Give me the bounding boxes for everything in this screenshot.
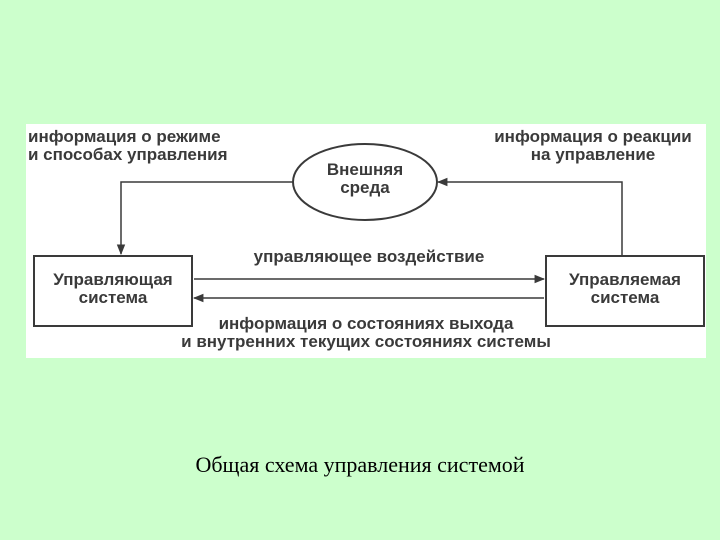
info-mode-line2: и способах управления [28,145,228,164]
info-reaction-line1: информация о реакции [494,127,692,146]
diagram-panel: Внешняя среда Управляющая система Управл… [26,124,706,358]
controller-box [33,255,193,327]
info-reaction-text: информация о реакции на управление [482,128,704,164]
arrow-env-to-controller [116,181,294,256]
state-info-line2: и внутренних текущих состояниях системы [181,332,551,351]
info-mode-text: информация о режиме и способах управлени… [28,128,227,164]
environment-label-line2: среда [340,178,390,197]
environment-label: Внешняя среда [306,161,424,197]
state-info-text: информация о состояниях выхода и внутрен… [126,315,606,351]
controlled-label: Управляемая система [546,271,704,307]
info-reaction-line2: на управление [530,145,656,164]
controlled-box [545,255,705,327]
controlled-label-line2: система [590,288,660,307]
state-info-line1: информация о состояниях выхода [218,314,514,333]
controller-label: Управляющая система [34,271,192,307]
arrow-controlled-to-env [436,177,623,256]
controlled-label-line1: Управляемая [569,270,681,289]
diagram-lines [33,143,705,327]
slide-caption: Общая схема управления системой [195,452,525,477]
controller-label-line1: Управляющая [53,270,173,289]
environment-label-line1: Внешняя [326,160,404,179]
controller-label-line2: система [78,288,148,307]
info-mode-line1: информация о режиме [28,127,221,146]
control-action-text: управляющее воздействие [253,247,485,266]
